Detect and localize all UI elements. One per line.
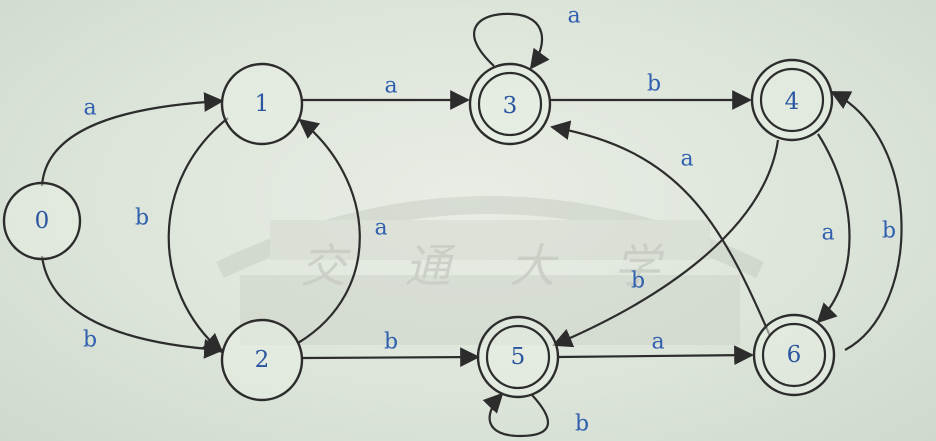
- transitions-group: [40, 12, 903, 438]
- edge-3-3-label: a: [567, 4, 580, 29]
- edge-6-4: [830, 91, 903, 351]
- edge-0-1: [40, 92, 224, 187]
- state-2: 2: [220, 318, 304, 402]
- background-building-image: [216, 196, 764, 345]
- edge-5-5-self: [482, 392, 549, 438]
- edge-5-6-label: a: [651, 330, 664, 355]
- state-0-label: 0: [35, 208, 50, 234]
- state-3-label: 3: [503, 93, 518, 119]
- edge-4-6: [816, 133, 851, 324]
- edge-2-5: [302, 347, 480, 368]
- edge-3-4-label: b: [647, 72, 661, 97]
- state-6-label: 6: [787, 342, 802, 368]
- state-5-accepting: 5: [476, 315, 560, 399]
- edge-6-4-label: b: [882, 219, 896, 244]
- edge-3-3-self: [473, 12, 550, 70]
- edge-0-1-label: a: [83, 96, 96, 121]
- state-4-accepting: 4: [750, 58, 834, 142]
- edge-1-2-label: b: [135, 206, 149, 231]
- edge-6-3: [550, 120, 772, 337]
- state-1-label: 1: [255, 91, 270, 117]
- edge-0-2: [40, 255, 224, 359]
- edge-5-5-label: b: [575, 412, 589, 437]
- edge-5-6: [557, 345, 754, 366]
- states-group: 0 1 2 3 4 5: [2, 58, 836, 402]
- edge-4-5-label: b: [631, 269, 645, 294]
- state-4-label: 4: [785, 89, 800, 115]
- edge-6-3-label: a: [680, 147, 693, 172]
- state-3-accepting: 3: [468, 62, 552, 146]
- edge-2-5-label: b: [384, 330, 398, 355]
- state-5-label: 5: [511, 344, 526, 370]
- state-1: 1: [220, 62, 304, 146]
- edge-labels-group: a b b a a b a b b a b a a b: [83, 4, 896, 437]
- state-6-accepting: 6: [752, 313, 836, 397]
- edge-2-1-label: a: [374, 216, 387, 241]
- edge-1-3-label: a: [384, 74, 397, 99]
- state-0: 0: [2, 181, 82, 261]
- edge-4-6-label: a: [821, 221, 834, 246]
- state-2-label: 2: [255, 347, 270, 373]
- edge-2-1: [297, 118, 361, 344]
- edge-1-2: [167, 117, 229, 354]
- edge-4-5: [552, 139, 780, 348]
- edge-0-2-label: b: [83, 328, 97, 353]
